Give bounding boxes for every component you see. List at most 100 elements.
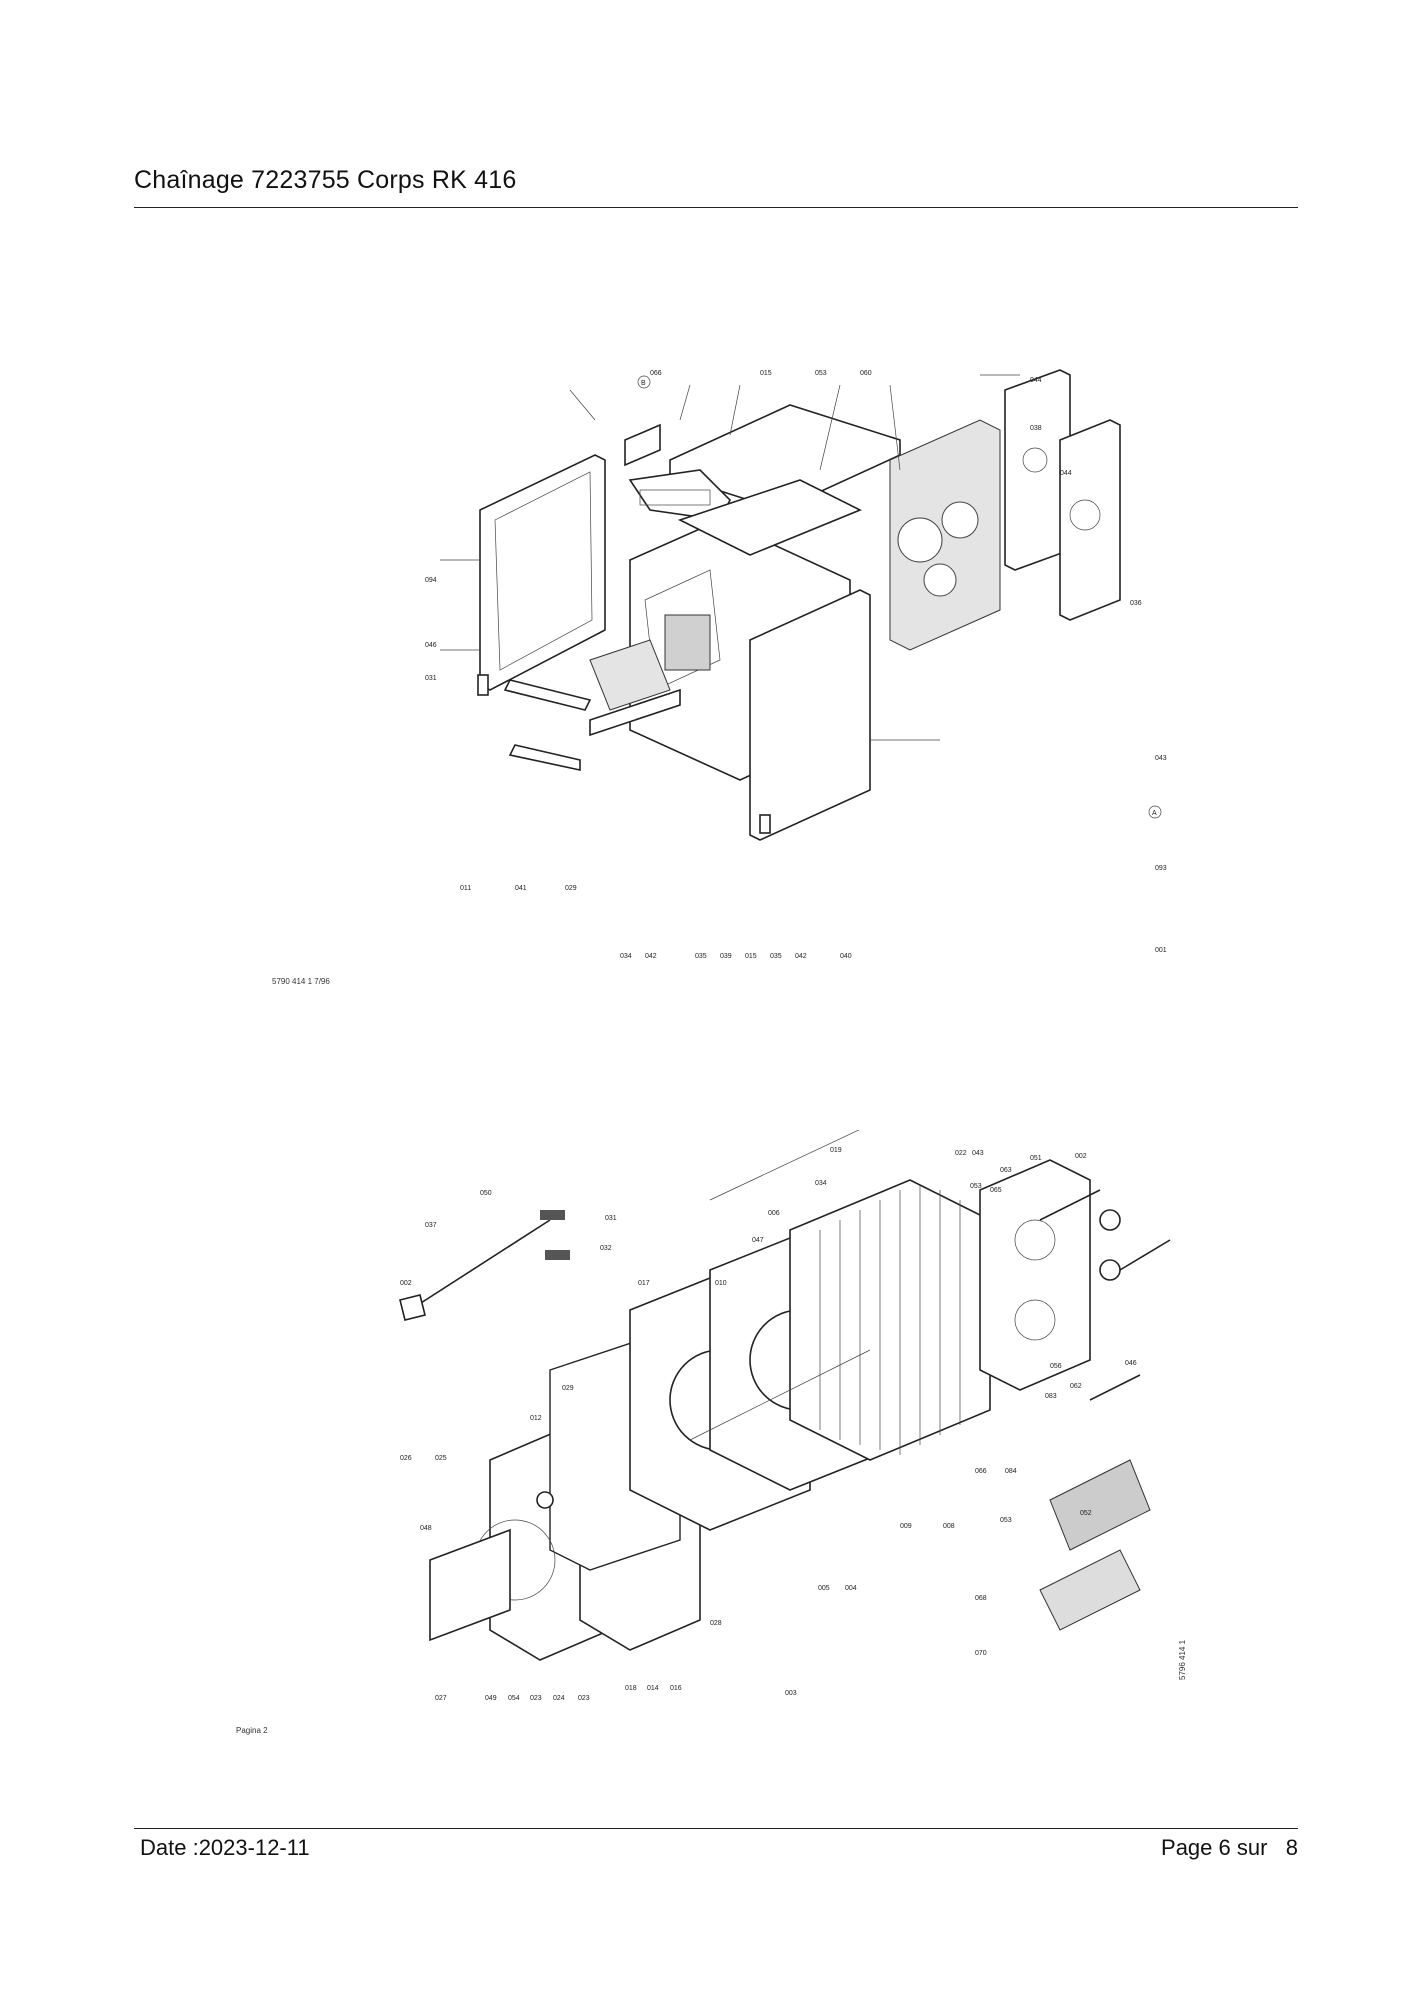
svg-text:042: 042 [645, 953, 657, 960]
svg-text:036: 036 [1130, 600, 1142, 607]
svg-text:029: 029 [562, 1385, 574, 1392]
exploded-diagram-heat-exchanger: 019 022 043 051 063 002 050 034 065 053 … [390, 1130, 1180, 1730]
svg-text:053: 053 [1000, 1517, 1012, 1524]
bottom-diagram-ref-code: 5796 414 1 [1178, 1639, 1187, 1680]
svg-text:024: 024 [553, 1695, 565, 1702]
svg-text:027: 027 [435, 1695, 447, 1702]
svg-text:083: 083 [1045, 1393, 1057, 1400]
svg-text:042: 042 [795, 953, 807, 960]
svg-text:066: 066 [975, 1468, 987, 1475]
svg-text:019: 019 [830, 1147, 842, 1154]
svg-text:010: 010 [715, 1280, 727, 1287]
top-cover [624, 404, 901, 511]
svg-text:005: 005 [818, 1585, 830, 1592]
svg-text:002: 002 [400, 1280, 412, 1287]
svg-text:051: 051 [1030, 1155, 1042, 1162]
svg-text:048: 048 [420, 1525, 432, 1532]
svg-text:047: 047 [752, 1237, 764, 1244]
svg-text:043: 043 [1155, 755, 1167, 762]
svg-text:084: 084 [1005, 1468, 1017, 1475]
heat-exchanger-block [789, 1179, 991, 1461]
svg-text:054: 054 [508, 1695, 520, 1702]
svg-text:004: 004 [845, 1585, 857, 1592]
rear-gasket-plate [979, 1159, 1091, 1391]
svg-text:035: 035 [770, 953, 782, 960]
svg-text:049: 049 [485, 1695, 497, 1702]
left-side-panel [477, 454, 606, 696]
svg-text:041: 041 [515, 885, 527, 892]
svg-text:002: 002 [1075, 1153, 1087, 1160]
svg-text:028: 028 [710, 1620, 722, 1627]
svg-text:025: 025 [435, 1455, 447, 1462]
svg-text:065: 065 [990, 1187, 1002, 1194]
svg-text:056: 056 [1050, 1363, 1062, 1370]
svg-text:023: 023 [530, 1695, 542, 1702]
front-door-panel [749, 589, 871, 841]
header-divider [134, 207, 1298, 208]
svg-text:009: 009 [900, 1523, 912, 1530]
svg-text:001: 001 [1155, 947, 1167, 954]
svg-text:014: 014 [647, 1685, 659, 1692]
top-diagram-ref-code: 5790 414 1 7/96 [272, 977, 330, 986]
exploded-diagram-casing: 066 015 053 060 044 038 044 036 094 046 … [420, 360, 1200, 970]
svg-text:046: 046 [1125, 1360, 1137, 1367]
svg-text:026: 026 [400, 1455, 412, 1462]
svg-text:012: 012 [530, 1415, 542, 1422]
svg-text:062: 062 [1070, 1383, 1082, 1390]
svg-text:063: 063 [1000, 1167, 1012, 1174]
svg-text:031: 031 [605, 1215, 617, 1222]
svg-text:053: 053 [970, 1183, 982, 1190]
svg-text:006: 006 [768, 1210, 780, 1217]
svg-text:038: 038 [1030, 425, 1042, 432]
svg-text:052: 052 [1080, 1510, 1092, 1517]
footer-divider [134, 1828, 1298, 1829]
svg-text:023: 023 [578, 1695, 590, 1702]
diagram-page-note: Pagina 2 [236, 1726, 268, 1735]
cleaning-brush [399, 1210, 570, 1321]
bottom-rails [503, 639, 681, 771]
tie-rods [689, 1130, 871, 1441]
svg-text:044: 044 [1030, 377, 1042, 384]
svg-text:022: 022 [955, 1150, 967, 1157]
svg-text:094: 094 [425, 577, 437, 584]
svg-text:044: 044 [1060, 470, 1072, 477]
svg-text:018: 018 [625, 1685, 637, 1692]
part-labels: 066 015 053 060 044 038 044 036 094 046 … [425, 370, 1167, 960]
svg-text:070: 070 [975, 1650, 987, 1657]
svg-text:B: B [641, 380, 646, 387]
svg-text:034: 034 [815, 1180, 827, 1187]
svg-text:029: 029 [565, 885, 577, 892]
part-labels: 019 022 043 051 063 002 050 034 065 053 … [400, 1147, 1137, 1702]
svg-text:093: 093 [1155, 865, 1167, 872]
svg-text:068: 068 [975, 1595, 987, 1602]
svg-text:017: 017 [638, 1280, 650, 1287]
svg-text:034: 034 [620, 953, 632, 960]
rear-plates [1004, 369, 1121, 621]
svg-text:053: 053 [815, 370, 827, 377]
svg-text:043: 043 [972, 1150, 984, 1157]
svg-text:035: 035 [695, 953, 707, 960]
svg-text:037: 037 [425, 1222, 437, 1229]
svg-text:003: 003 [785, 1690, 797, 1697]
leader-lines [440, 374, 1020, 741]
turbulators [1039, 1459, 1151, 1631]
svg-text:066: 066 [650, 370, 662, 377]
svg-text:039: 039 [720, 953, 732, 960]
rear-cover-plate [429, 1528, 511, 1642]
svg-text:015: 015 [745, 953, 757, 960]
svg-text:008: 008 [943, 1523, 955, 1530]
svg-text:060: 060 [860, 370, 872, 377]
svg-text:031: 031 [425, 675, 437, 682]
insulation-panel [889, 419, 1001, 651]
page-title: Chaînage 7223755 Corps RK 416 [134, 166, 517, 194]
svg-text:046: 046 [425, 642, 437, 649]
svg-text:040: 040 [840, 953, 852, 960]
svg-text:011: 011 [460, 885, 471, 892]
svg-text:016: 016 [670, 1685, 682, 1692]
svg-text:032: 032 [600, 1245, 612, 1252]
footer-date: Date :2023-12-11 [140, 1835, 310, 1860]
svg-text:A: A [1152, 810, 1157, 817]
svg-text:050: 050 [480, 1190, 492, 1197]
svg-text:015: 015 [760, 370, 772, 377]
pipe-connectors [1039, 1189, 1171, 1401]
